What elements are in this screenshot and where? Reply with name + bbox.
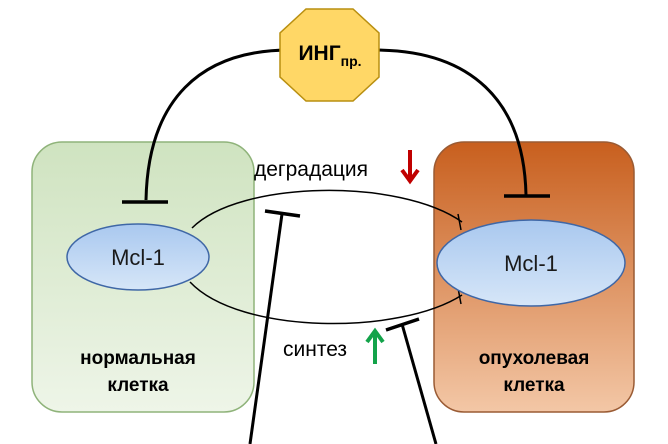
inhibition-line-normal [144,48,291,201]
synthesis-label: синтез [283,338,347,361]
inhibition-line-synthesis [400,323,438,444]
inhibitor-octagon [279,8,380,102]
tumor-cell-label-line2: клетка [503,375,565,396]
inhibition-bar-degradation [264,209,301,218]
normal-mcl1-oval [66,223,210,291]
inhibitor-label: ИНГпр. [298,42,361,69]
inhibitor-label-main: ИНГ [298,42,340,65]
normal-cell-label-line2: клетка [107,375,169,396]
inhibition-line-degradation [248,213,284,444]
degradation-arc [191,189,463,229]
tumor-mcl1-oval [436,219,626,307]
inhibition-line-tumor [374,48,528,196]
normal-cell-label-line1: нормальная [80,348,196,369]
up-arrow-icon [365,327,385,364]
inhibitor-label-sub: пр. [341,53,362,69]
degradation-label: деградация [254,158,368,181]
tumor-mcl1-label: Mcl-1 [504,251,558,276]
tumor-cell-label-line1: опухолевая [479,348,590,369]
inhibition-bar-synthesis [385,317,420,332]
degradation-arc-tip [457,213,462,231]
down-arrow-icon [400,150,420,185]
synthesis-arc [189,281,463,325]
normal-mcl1-label: Mcl-1 [111,245,165,270]
